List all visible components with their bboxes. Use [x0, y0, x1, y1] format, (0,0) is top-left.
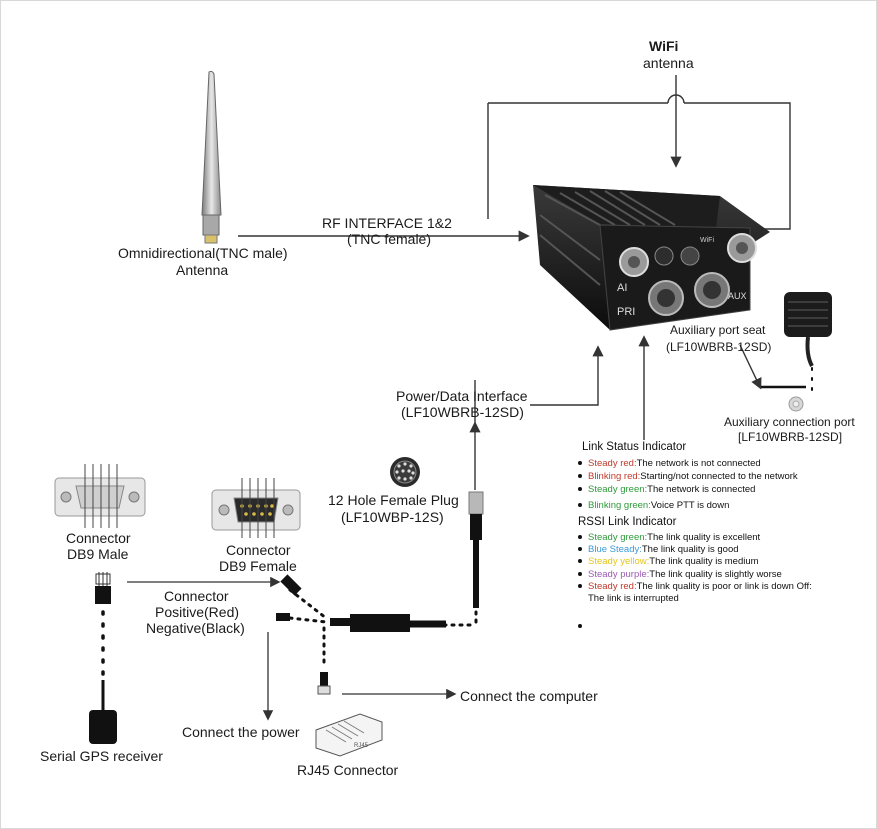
computer-label: Connect the computer [460, 688, 598, 704]
conn-label-2: Positive(Red) [155, 604, 240, 620]
omni-label-1: Omnidirectional(TNC male) [118, 245, 288, 261]
rssi-state: Steady green: [588, 532, 648, 543]
link-status-desc: Starting/not connected to the network [640, 471, 798, 482]
aux-seat-label-2: (LF10WBRB-12SD) [666, 340, 772, 354]
db9m-label-2: DB9 Male [67, 546, 129, 562]
power-data-label-2: (LF10WBRB-12SD) [401, 404, 524, 420]
plug-label-2: (LF10WBP-12S) [341, 509, 444, 525]
rssi-state: Steady purple: [588, 569, 650, 580]
db9-male-icon [54, 464, 146, 528]
rj45-tag: RJ45 [354, 743, 369, 749]
wifi-title: WiFi [649, 38, 679, 54]
link-status-desc: Voice PTT is down [650, 500, 730, 511]
wifi-subtitle: antenna [643, 55, 694, 71]
rssi-state: Steady red: [588, 581, 637, 592]
bullet-icon [578, 572, 582, 577]
rssi-item: Steady red:The link quality is poor or l… [578, 580, 812, 593]
omni-antenna-icon [201, 70, 222, 244]
rssi-item: The link is interrupted [578, 592, 679, 605]
db9m-label-1: Connector [66, 530, 131, 546]
link-status-desc: The network is connected [647, 484, 756, 495]
rssi-item: Steady purple:The link quality is slight… [578, 568, 782, 581]
connector-arrows [127, 576, 457, 721]
rf-label-1: RF INTERFACE 1&2 [322, 215, 452, 231]
rssi-desc: The link quality is slightly worse [649, 569, 782, 580]
bullet-icon [578, 487, 582, 492]
bullet-icon [578, 503, 582, 508]
rssi-desc: The link quality is excellent [647, 532, 761, 543]
bullet-icon [578, 559, 582, 564]
bullet-icon [578, 584, 582, 589]
db9-female-icon [211, 478, 301, 538]
link-status-state: Steady green: [588, 484, 648, 495]
radio-device-icon [533, 185, 770, 331]
power-data-arrows [474, 335, 650, 440]
rssi-state: Blue Steady: [588, 544, 642, 555]
wifi-feed-lines [487, 75, 791, 230]
rssi-item: Steady yellow:The link quality is medium [578, 555, 759, 568]
bullet-icon [578, 535, 582, 540]
bullet-icon [578, 474, 582, 479]
rssi-desc: The link quality is poor or link is down… [636, 581, 812, 592]
power-data-cable [442, 491, 484, 630]
power-label: Connect the power [182, 724, 300, 740]
gps-label: Serial GPS receiver [40, 748, 163, 764]
aux-conn-label-2: [LF10WBRB-12SD] [738, 430, 843, 444]
link-status-item: Steady green:The network is connected [578, 483, 755, 496]
handset-icon [739, 292, 832, 412]
rssi-item: Blue Steady:The link quality is good [578, 543, 739, 556]
rssi-desc: The link quality is medium [649, 556, 759, 567]
link-status-item: Steady red:The network is not connected [578, 457, 761, 470]
aux-seat-label-1: Auxiliary port seat [670, 323, 766, 337]
conn-label-1: Connector [164, 588, 229, 604]
device-aux-tag: AUX [728, 291, 747, 301]
female-plug-icon [390, 457, 420, 487]
device-ai-tag: AI [617, 282, 628, 294]
device-wifi-tag: WiFi [700, 237, 714, 244]
link-status-desc: The network is not connected [636, 458, 761, 469]
rssi-item: Steady green:The link quality is excelle… [578, 531, 760, 544]
list-end-bullet [578, 620, 588, 633]
link-status-item: Blinking green:Voice PTT is down [578, 499, 729, 512]
conn-label-3: Negative(Black) [146, 620, 245, 636]
gps-cable [89, 572, 117, 744]
db9f-label-1: Connector [226, 542, 291, 558]
omni-label-2: Antenna [176, 262, 229, 278]
rssi-title: RSSI Link Indicator [578, 516, 677, 528]
bullet-icon [578, 547, 582, 552]
device-pri-tag: PRI [617, 306, 636, 318]
link-status-state: Steady red: [588, 458, 637, 469]
link-status-title: Link Status Indicator [582, 441, 687, 453]
rj45-label: RJ45 Connector [297, 762, 399, 778]
rf-label-2: (TNC female) [347, 231, 432, 247]
plug-label-1: 12 Hole Female Plug [328, 492, 459, 508]
main-harness-cable [276, 574, 446, 695]
rssi-desc: The link is interrupted [588, 593, 679, 604]
link-status-state: Blinking red: [588, 471, 641, 482]
bullet-icon [578, 461, 582, 466]
rssi-desc: The link quality is good [641, 544, 739, 555]
rssi-state: Steady yellow: [588, 556, 650, 567]
aux-conn-label-1: Auxiliary connection port [724, 415, 855, 429]
link-status-state: Blinking green: [588, 500, 651, 511]
power-data-label-1: Power/Data Interface [396, 388, 528, 404]
link-status-item: Blinking red:Starting/not connected to t… [578, 470, 798, 483]
db9f-label-2: DB9 Female [219, 558, 297, 574]
rj45-icon [315, 713, 383, 757]
